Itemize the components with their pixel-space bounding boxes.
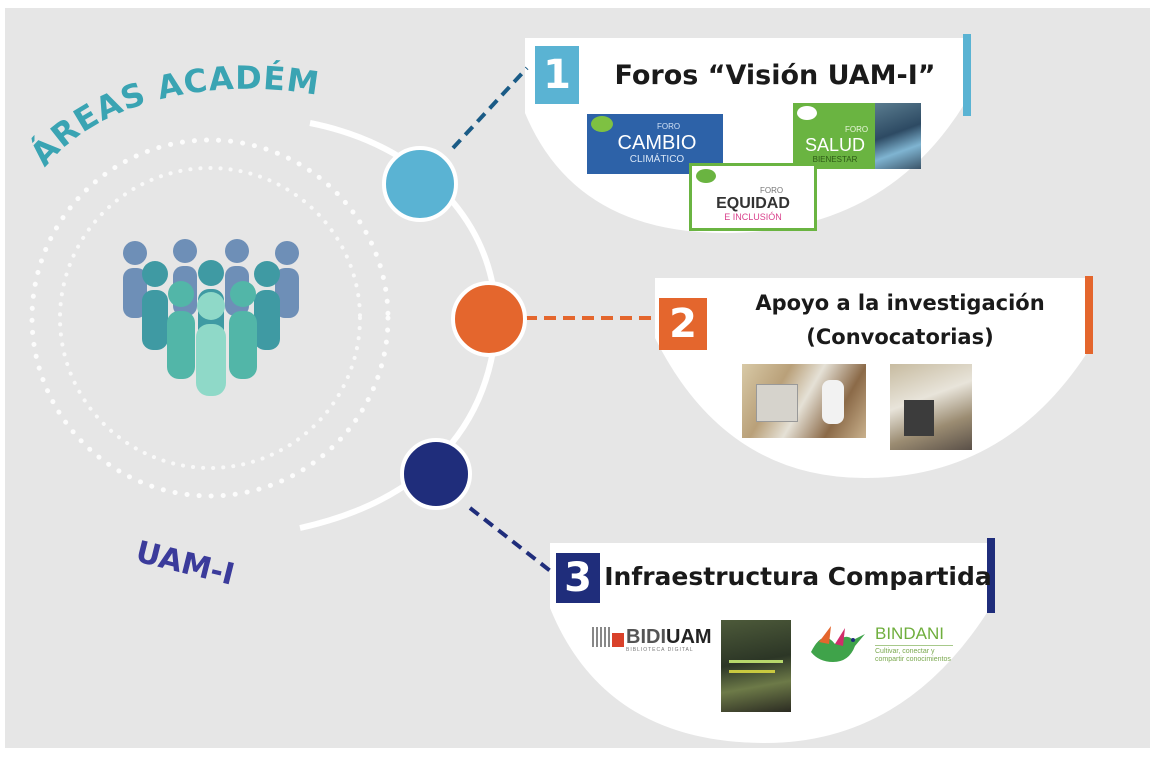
node-2 <box>451 281 527 357</box>
logo-foro-equidad-sub: E INCLUSIÓN <box>724 212 782 222</box>
book-cover-line <box>729 670 775 673</box>
logo-foro-salud-name: SALUD <box>804 135 866 155</box>
item-number-3: 3 <box>556 553 600 603</box>
uami-label: UAM-I <box>132 535 238 593</box>
vision-uami-badge-icon <box>696 169 716 183</box>
item-title-2-line2: (Convocatorias) <box>806 325 994 349</box>
dash-connector-3 <box>468 506 555 575</box>
item-title-3: Infraestructura Compartida <box>604 562 992 591</box>
dotted-ring-outer <box>29 137 391 499</box>
node-1 <box>382 146 458 222</box>
logo-bindani: BINDANI Cultivar, conectar y compartir c… <box>805 620 953 675</box>
logo-bidiuam-sub: BIBLIOTECA DIGITAL <box>626 647 694 653</box>
vision-uami-badge-icon <box>591 116 613 132</box>
logo-foro-cambio-header: FORO <box>657 122 681 131</box>
dotted-ring-inner <box>58 166 362 470</box>
lab-photo-1 <box>742 364 866 438</box>
accent-bar-2 <box>1085 276 1093 354</box>
health-photo <box>875 103 921 169</box>
lab-machine <box>904 400 934 436</box>
accent-bar-1 <box>963 34 971 116</box>
logo-foro-equidad-name: EQUIDAD <box>716 195 790 212</box>
logo-bidiuam-name-a: BIDI <box>626 626 666 648</box>
logo-bidiuam-name-b: UAM <box>666 626 712 648</box>
lab-photo-2 <box>890 364 972 450</box>
logo-bindani-name: BINDANI <box>875 624 944 643</box>
item-title-1: Foros “Visión UAM-I” <box>614 60 936 91</box>
dash-connector-1 <box>451 66 529 150</box>
logo-foro-salud: FORO SALUD BIENESTAR <box>793 103 875 169</box>
logo-foro-salud-sub: BIENESTAR <box>812 155 858 164</box>
logo-foro-equidad: FORO EQUIDAD E INCLUSIÓN <box>689 163 817 231</box>
library-block-icon <box>612 633 624 647</box>
book-cover <box>721 620 791 712</box>
lab-person <box>822 380 844 424</box>
logo-bindani-sub: Cultivar, conectar y compartir conocimie… <box>875 645 953 664</box>
diagram-graphics: ÁREAS ACADÉMICAS UAM-I <box>5 8 1087 743</box>
area-title-arc: ÁREAS ACADÉMICAS <box>5 8 322 173</box>
vision-uami-badge-icon <box>797 106 817 120</box>
logo-bidiuam: BIDIUAM BIBLIOTECA DIGITAL <box>590 623 718 655</box>
people-group-icon <box>123 239 299 396</box>
item-title-2-line1: Apoyo a la investigación <box>755 291 1045 315</box>
book-cover-line <box>729 660 783 663</box>
diagram-canvas: ÁREAS ACADÉMICAS UAM-I 1 2 3 Foros “Visi… <box>5 8 1150 748</box>
item-title-2: Apoyo a la investigación (Convocatorias) <box>725 286 1075 354</box>
logo-bidiuam-name: BIDIUAM <box>626 626 712 649</box>
node-3 <box>400 438 472 510</box>
logo-foro-equidad-header: FORO <box>760 186 784 195</box>
library-icon <box>592 627 610 647</box>
logo-foro-cambio-sub: CLIMÁTICO <box>629 154 685 165</box>
panel-1 <box>525 38 965 233</box>
hummingbird-icon <box>811 626 865 662</box>
logo-foro-salud-header: FORO <box>845 125 869 134</box>
lab-equipment <box>756 384 798 422</box>
item-number-1: 1 <box>535 46 579 104</box>
logo-foro-cambio-name: CAMBIO <box>617 132 697 154</box>
item-number-2: 2 <box>659 298 707 350</box>
accent-bar-3 <box>987 538 995 613</box>
area-title-arc-text: ÁREAS ACADÉMICAS <box>5 8 321 173</box>
